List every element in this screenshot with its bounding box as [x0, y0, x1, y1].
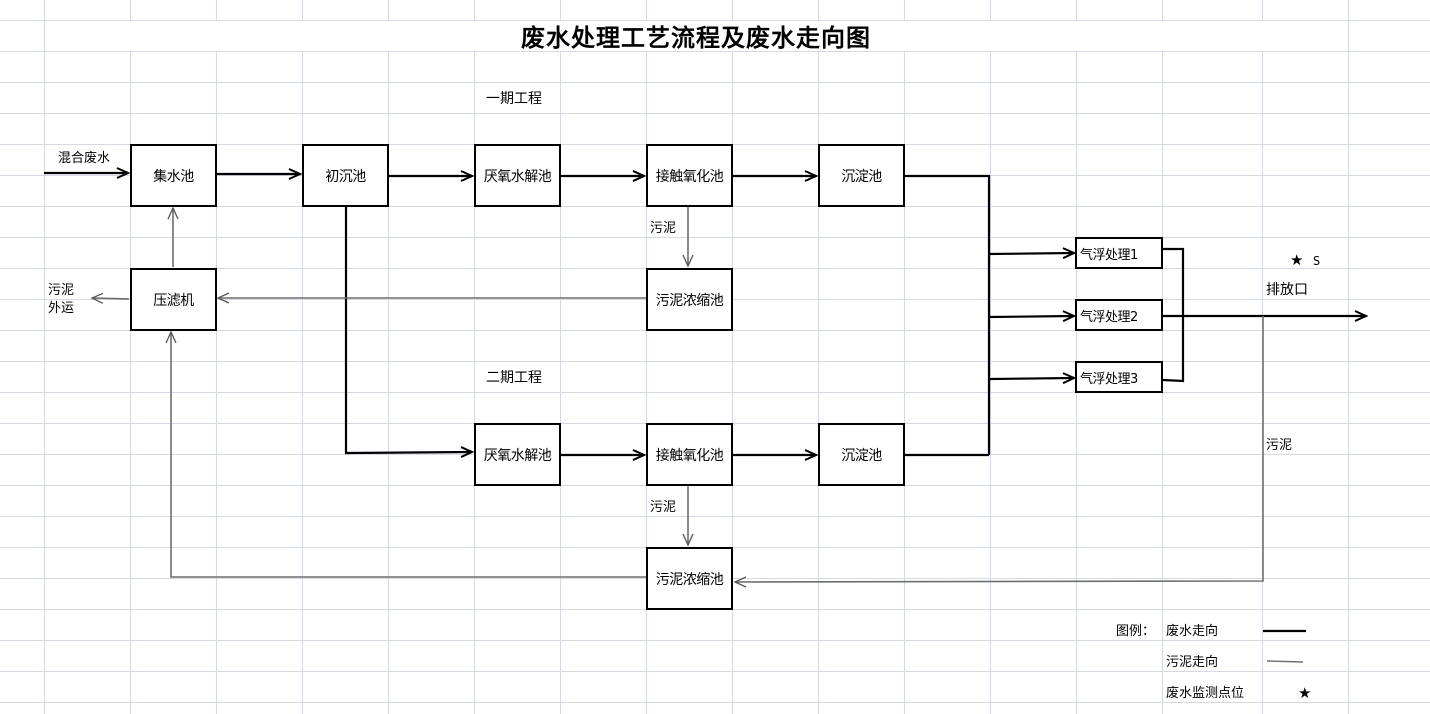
legend-item-sludge: 污泥走向	[1166, 655, 1219, 670]
edge-press-to-disposal	[90, 292, 130, 304]
node-air-flotation-1[interactable]: 气浮处理1	[1075, 237, 1163, 269]
sludge-label-p1: 污泥	[650, 221, 677, 236]
sludge-label-outfall: 污泥	[1266, 438, 1293, 453]
edge-manifold-to-flotation-2	[989, 316, 1074, 317]
legend-item-monitoring: 废水监测点位	[1166, 686, 1245, 701]
sludge-disposal-label-line1: 污泥	[48, 283, 75, 298]
node-p2-sludge-thickener[interactable]: 污泥浓缩池	[646, 547, 733, 610]
outfall-label: 排放口	[1266, 282, 1308, 298]
node-p1-anaerobic-hydrolysis-tank[interactable]: 厌氧水解池	[474, 144, 561, 207]
node-p1-sedimentation-tank[interactable]: 沉淀池	[818, 144, 905, 207]
diagram-title: 废水处理工艺流程及废水走向图	[521, 23, 871, 52]
phase-1-label: 一期工程	[486, 91, 542, 107]
node-p1-contact-oxidation-tank[interactable]: 接触氧化池	[646, 144, 733, 207]
sludge-disposal-label-line2: 外运	[48, 301, 75, 316]
edge-primary-to-p2-anaerobic	[344, 207, 472, 453]
sludge-lines	[90, 206, 1264, 588]
monitoring-point-label: S	[1313, 254, 1321, 268]
legend-sludge-line	[1266, 660, 1304, 663]
legend-symbols	[1263, 629, 1306, 663]
node-p2-sedimentation-tank[interactable]: 沉淀池	[818, 423, 905, 486]
edge-outfall-sludge-to-thickener	[733, 316, 1264, 588]
node-primary-settling-tank[interactable]: 初沉池	[302, 144, 389, 207]
edge-manifold-to-flotation-1	[989, 253, 1074, 254]
edge-p2-thickener-to-press	[165, 330, 646, 578]
node-air-flotation-2[interactable]: 气浮处理2	[1075, 299, 1163, 331]
legend-title: 图例：	[1116, 624, 1156, 639]
edge-p1-sedimentation-to-manifold	[905, 174, 991, 455]
node-filter-press[interactable]: 压滤机	[130, 268, 217, 331]
mixed-wastewater-label: 混合废水	[58, 151, 111, 166]
node-p2-contact-oxidation-tank[interactable]: 接触氧化池	[646, 423, 733, 486]
node-collection-tank[interactable]: 集水池	[130, 144, 217, 207]
phase-2-label: 二期工程	[486, 370, 542, 386]
sludge-label-p2: 污泥	[650, 500, 677, 515]
node-air-flotation-3[interactable]: 气浮处理3	[1075, 361, 1163, 393]
legend-item-wastewater: 废水走向	[1166, 624, 1219, 639]
monitoring-point-star-icon: ★	[1290, 251, 1304, 269]
edge-manifold-to-flotation-3	[989, 378, 1074, 379]
wastewater-lines	[44, 173, 1366, 455]
legend-star-icon: ★	[1298, 684, 1312, 702]
node-p2-anaerobic-hydrolysis-tank[interactable]: 厌氧水解池	[474, 423, 561, 486]
node-p1-sludge-thickener[interactable]: 污泥浓缩池	[646, 268, 733, 331]
